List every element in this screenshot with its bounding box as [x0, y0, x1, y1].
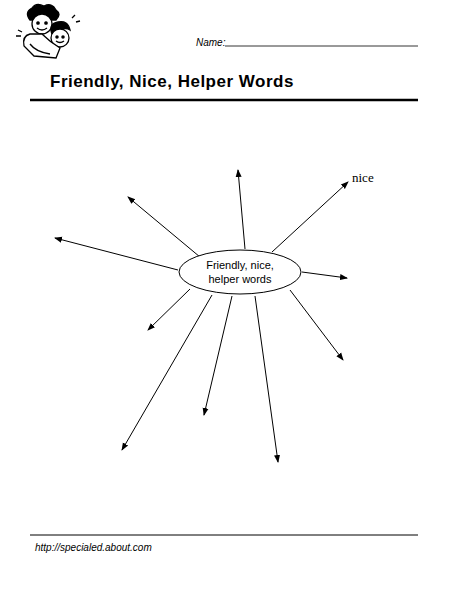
ellipse-outline [178, 249, 302, 295]
worksheet-title: Friendly, Nice, Helper Words [50, 72, 294, 92]
example-word: nice [352, 170, 374, 186]
spoke-arrows [55, 170, 348, 462]
node-text: Friendly, nice, helper words [198, 258, 282, 286]
footer-rule [30, 535, 418, 536]
name-field-label: Name: [196, 37, 225, 49]
name-line [225, 46, 418, 47]
footer-url: http://specialed.about.com [35, 542, 152, 554]
center-ellipse: Friendly, nice, helper words [178, 249, 302, 295]
kids-clipart [16, 4, 80, 58]
title-rule [30, 99, 418, 102]
node-text-wrap: Friendly, nice, helper words [178, 258, 302, 286]
